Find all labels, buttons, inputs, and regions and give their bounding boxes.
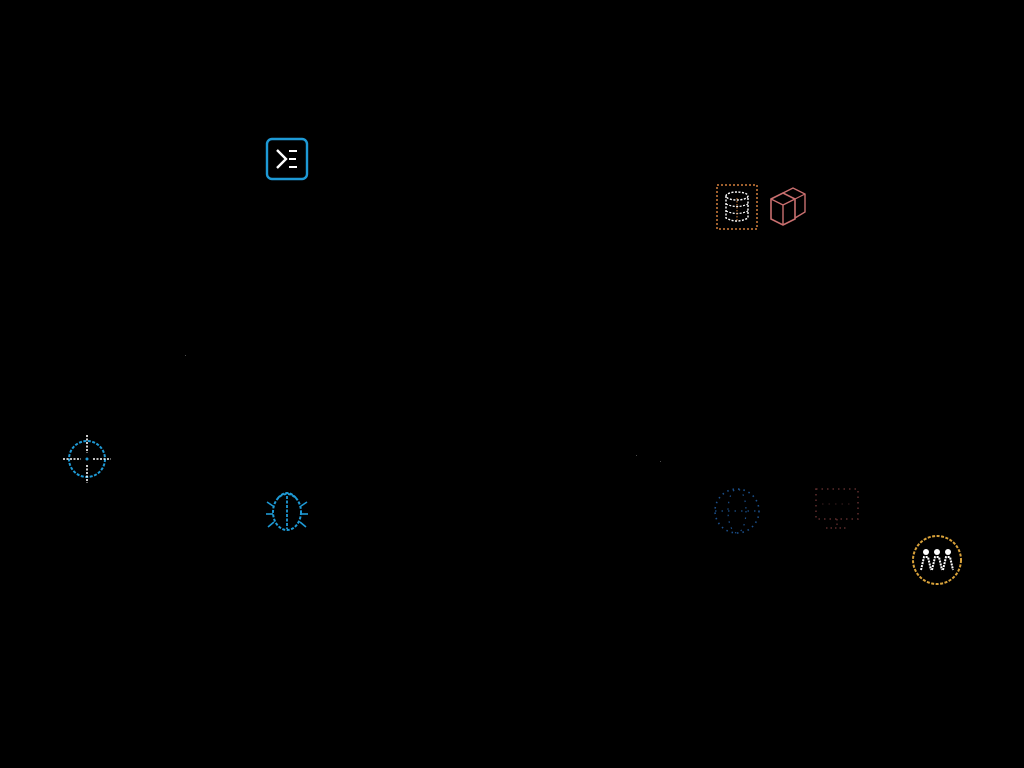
background-speck: [185, 355, 186, 356]
background-speck: [660, 461, 661, 462]
cubes-icon[interactable]: [766, 185, 808, 229]
background-speck: [636, 455, 637, 456]
terminal-icon[interactable]: [265, 137, 309, 181]
bug-icon[interactable]: [264, 484, 310, 534]
monitor-icon[interactable]: [810, 484, 864, 534]
database-icon[interactable]: [713, 182, 761, 234]
globe-icon[interactable]: [710, 484, 764, 538]
crosshair-icon[interactable]: [61, 433, 113, 485]
people-icon[interactable]: [909, 532, 965, 588]
